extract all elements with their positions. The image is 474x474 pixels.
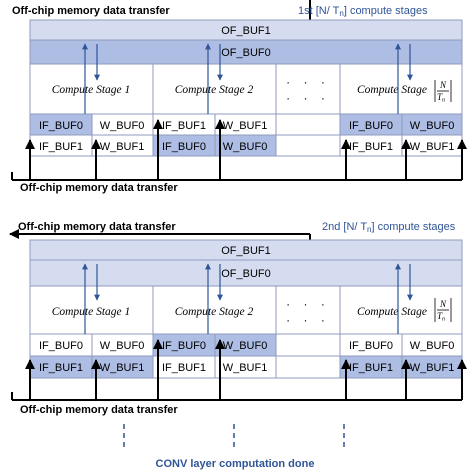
of-buf0-label: OF_BUF0 [221,268,271,280]
empty-cell [275,113,341,136]
fraction-numerator: N [439,80,447,90]
of-buf1-label: OF_BUF1 [221,245,271,257]
offchip-in-arrows [11,119,467,181]
fraction-numerator: N [439,299,447,309]
compute-stage-1-title: Compute Stage 1 [52,84,131,96]
w-buf-label: W_BUF1 [223,362,268,374]
ellipsis: · · · [286,297,330,311]
stage-caption: 1st [N/ Tn] compute stages [298,5,428,18]
w-buf-label: W_BUF0 [100,120,145,132]
compute-stage-n-title: Compute Stage [357,84,427,96]
empty-cell [275,134,341,157]
if-buf-label: IF_BUF0 [349,120,393,132]
ellipsis: · · · [286,91,330,105]
fraction-denominator: Tn [437,92,445,104]
stage-buffer-arrows [82,43,413,114]
fraction-n-over-tn: N Tn [434,298,452,323]
compute-stage-2-title: Compute Stage 2 [175,84,254,96]
if-buf-label: IF_BUF1 [162,362,206,374]
w-buf-label: W_BUF1 [410,362,455,374]
if-buf-label: IF_BUF0 [162,141,206,153]
panel-2: Off-chip memory data transfer 2nd [N/ Tn… [9,221,467,416]
offchip-transfer-label-top: Off-chip memory data transfer [12,5,170,17]
if-buf-label: IF_BUF0 [349,340,393,352]
ellipsis: · · · [286,75,330,89]
compute-stage-n-title: Compute Stage [357,306,427,318]
empty-cell [275,355,341,379]
w-buf-label: W_BUF0 [223,340,268,352]
stage-buffer-arrows [82,263,413,334]
offchip-transfer-label-out: Off-chip memory data transfer [18,221,176,233]
if-buf-label: IF_BUF1 [39,362,83,374]
compute-stage-2-title: Compute Stage 2 [175,306,254,318]
offchip-transfer-label-in: Off-chip memory data transfer [20,404,178,416]
w-buf-label: W_BUF0 [410,120,455,132]
if-buf-label: IF_BUF1 [39,141,83,153]
stage-caption: 2nd [N/ Tn] compute stages [322,221,456,234]
ellipsis: · · · [286,313,330,327]
fraction-n-over-tn: N Tn [434,80,452,104]
conv-done-label: CONV layer computation done [156,458,315,470]
if-buf-label: IF_BUF0 [39,120,83,132]
if-buf-label: IF_BUF0 [39,340,83,352]
offchip-transfer-label-in: Off-chip memory data transfer [20,182,178,194]
of-buf0-bar [29,259,463,287]
if-buf-label: IF_BUF1 [349,362,393,374]
w-buf-label: W_BUF1 [410,141,455,153]
empty-cell [275,333,341,357]
offchip-in-arrows [11,339,467,401]
continuation-dashes [123,424,345,450]
of-buf0-bar [29,39,463,65]
w-buf-label: W_BUF0 [223,141,268,153]
w-buf-label: W_BUF1 [223,120,268,132]
compute-stage-1-title: Compute Stage 1 [52,306,131,318]
w-buf-label: W_BUF1 [100,362,145,374]
of-buf0-label: OF_BUF0 [221,47,271,59]
panel-1: Off-chip memory data transfer 1st [N/ Tn… [11,0,467,194]
w-buf-label: W_BUF0 [410,340,455,352]
fraction-denominator: Tn [437,311,445,323]
if-buf-label: IF_BUF1 [349,141,393,153]
w-buf-label: W_BUF0 [100,340,145,352]
if-buf-label: IF_BUF0 [162,340,206,352]
if-buf-label: IF_BUF1 [162,120,206,132]
of-buf1-label: OF_BUF1 [221,25,271,37]
w-buf-label: W_BUF1 [100,141,145,153]
